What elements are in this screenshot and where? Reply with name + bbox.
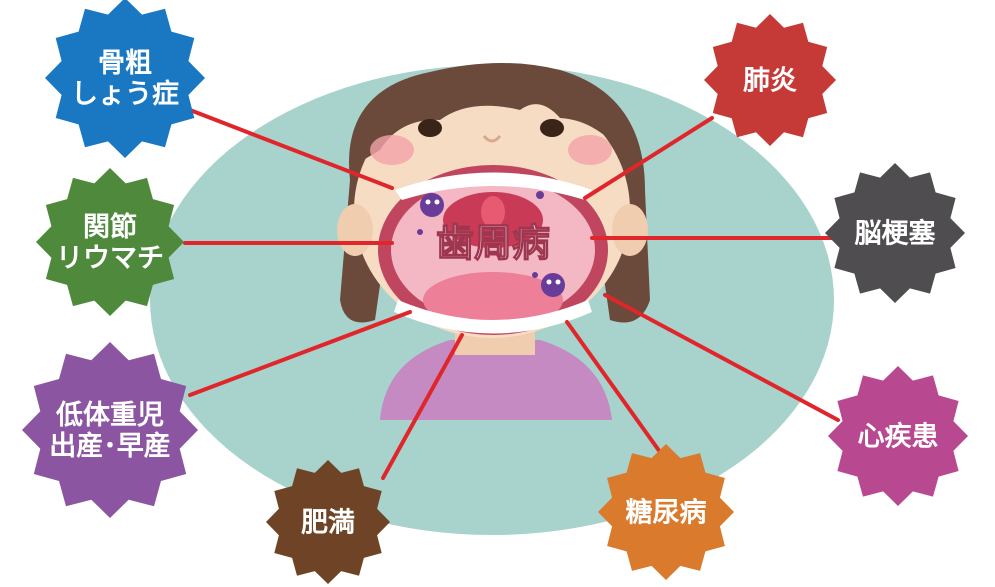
connector-line [381, 333, 464, 480]
disease-badge-obesity: 肥満 [266, 460, 390, 584]
burst-shape [825, 163, 965, 303]
disease-badge-stroke: 脳梗塞 [825, 163, 965, 303]
disease-badge-diabetes: 糖尿病 [598, 444, 734, 580]
burst-shape [704, 14, 836, 146]
center-label: 歯周病 [436, 221, 550, 265]
disease-label-line: 糖尿病 [626, 497, 707, 529]
disease-badge-heart-disease: 心疾患 [828, 366, 968, 506]
connector-line [565, 320, 662, 454]
disease-badge-rheumatism: 関節 リウマチ [36, 168, 184, 316]
connector-line [188, 108, 394, 190]
disease-badge-low-birth-weight: 低体重児 出産･早産 [22, 342, 198, 518]
disease-label-line: 低体重児 [55, 400, 164, 431]
disease-label-line: 肥満 [301, 508, 355, 539]
burst-shape [598, 444, 734, 580]
connector-line [583, 116, 714, 200]
disease-badge-pneumonia: 肺炎 [704, 14, 836, 146]
burst-shape [828, 366, 968, 506]
connector-line [603, 293, 840, 422]
disease-label-line: 脳梗塞 [854, 217, 936, 249]
disease-badge-osteoporosis: 骨粗 しょう症 [45, 0, 205, 158]
burst-shape [36, 168, 184, 316]
connector-lines [183, 108, 840, 480]
disease-badges: 骨粗 しょう症 関節 リウマチ 低体重児 出産･早産 肥満 糖尿病 心疾患 脳梗… [22, 0, 968, 584]
disease-label-line: しょう症 [71, 79, 179, 110]
disease-label-line: 心疾患 [858, 420, 939, 452]
burst-shape [266, 460, 390, 584]
disease-label-line: 骨粗 [98, 48, 152, 79]
center-label-group: 歯周病 [435, 220, 550, 265]
girl-illustration [337, 62, 650, 420]
burst-shape [45, 0, 205, 158]
disease-label-line: 肺炎 [743, 66, 797, 97]
disease-label-line: 関節 [83, 211, 137, 243]
disease-label-line: 出産･早産 [49, 430, 171, 462]
disease-label-line: リウマチ [56, 243, 164, 274]
connector-line [188, 310, 412, 397]
burst-shape [22, 342, 198, 518]
